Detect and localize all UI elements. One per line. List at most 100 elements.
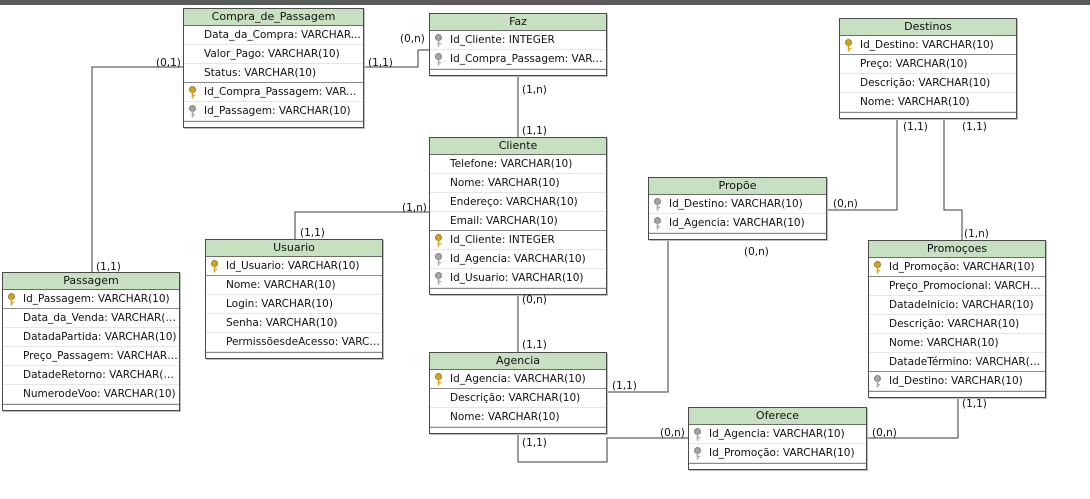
line-destinos-propoe — [827, 117, 898, 211]
cardinality-label: (1,1) — [522, 437, 547, 449]
entity-title: Propõe — [649, 178, 826, 195]
line-agencia-oferece — [517, 432, 688, 463]
entity-title: Faz — [430, 14, 606, 31]
foreign-key-icon — [694, 428, 701, 441]
cardinality-label: (0,n) — [744, 246, 769, 258]
entity-title: Oferece — [689, 408, 866, 425]
attribute-row: Id_Agencia: VARCHAR(10) — [430, 370, 606, 389]
foreign-key-icon — [435, 253, 442, 266]
entity-agencia[interactable]: Agencia Id_Agencia: VARCHAR(10) Descriçã… — [429, 352, 607, 434]
line-compra-passagem — [91, 66, 183, 272]
entity-footer — [430, 288, 606, 294]
attribute-row: Id_Destino: VARCHAR(10) — [840, 36, 1016, 55]
foreign-key-icon — [189, 105, 196, 118]
attribute-row: Id_Passagem: VARCHAR(10) — [184, 102, 363, 121]
attribute-row: Id_Compra_Passagem: VARC... — [184, 83, 363, 102]
attribute-row: Id_Usuario: VARCHAR(10) — [430, 269, 606, 288]
cardinality-label: (1,1) — [612, 380, 637, 392]
attribute-row: DatadaPartida: VARCHAR(10) — [3, 328, 179, 347]
attribute-row: Status: VARCHAR(10) — [184, 64, 363, 83]
entity-oferece[interactable]: Oferece Id_Agencia: VARCHAR(10) Id_Promo… — [688, 407, 867, 470]
cardinality-label: (1,n) — [522, 84, 547, 96]
attribute-row: DatadeRetorno: VARCHAR(10) — [3, 366, 179, 385]
entity-cliente[interactable]: Cliente Telefone: VARCHAR(10) Nome: VARC… — [429, 137, 607, 295]
attribute-row: Id_Passagem: VARCHAR(10) — [3, 290, 179, 309]
attribute-row: Id_Destino: VARCHAR(10) — [649, 195, 826, 214]
attribute-row: Id_Promoção: VARCHAR(10) — [689, 444, 866, 463]
entity-passagem[interactable]: Passagem Id_Passagem: VARCHAR(10) Data_d… — [2, 272, 180, 411]
attribute-row: PermissõesdeAcesso: VARCH... — [206, 333, 382, 352]
attribute-row: Id_Agencia: VARCHAR(10) — [430, 250, 606, 269]
entity-footer — [869, 391, 1045, 397]
cardinality-label: (0,n) — [660, 427, 685, 439]
attribute-row: Nome: VARCHAR(10) — [869, 334, 1045, 353]
attribute-row: Id_Compra_Passagem: VARC... — [430, 50, 606, 69]
attribute-row: Preço: VARCHAR(10) — [840, 55, 1016, 74]
attribute-row: Email: VARCHAR(10) — [430, 212, 606, 231]
entity-title: Passagem — [3, 273, 179, 290]
foreign-key-icon — [654, 217, 661, 230]
entity-footer — [430, 427, 606, 433]
primary-key-icon — [435, 373, 442, 386]
entity-usuario[interactable]: Usuario Id_Usuario: VARCHAR(10) Nome: VA… — [205, 239, 383, 359]
entity-footer — [206, 352, 382, 358]
attribute-row: Id_Cliente: INTEGER — [430, 231, 606, 250]
attribute-row: Telefone: VARCHAR(10) — [430, 155, 606, 174]
attribute-row: DatadeTérmino: VARCHAR(10) — [869, 353, 1045, 372]
entity-footer — [689, 463, 866, 469]
attribute-row: Endereço: VARCHAR(10) — [430, 193, 606, 212]
attribute-row: Id_Agencia: VARCHAR(10) — [649, 214, 826, 233]
attribute-row: Nome: VARCHAR(10) — [430, 174, 606, 193]
cardinality-label: (1,n) — [964, 228, 989, 240]
attribute-row: Id_Cliente: INTEGER — [430, 31, 606, 50]
cardinality-label: (1,1) — [522, 125, 547, 137]
foreign-key-icon — [435, 272, 442, 285]
line-propoe-agencia — [607, 240, 669, 393]
attribute-row: Nome: VARCHAR(10) — [840, 93, 1016, 112]
entity-footer — [184, 121, 363, 127]
entity-footer — [430, 69, 606, 75]
attribute-row: Id_Promoção: VARCHAR(10) — [869, 258, 1045, 277]
entity-compra-de-passagem[interactable]: Compra_de_Passagem Data_da_Compra: VARCH… — [183, 8, 364, 128]
entity-title: Compra_de_Passagem — [184, 9, 363, 26]
cardinality-label: (1,1) — [96, 261, 121, 273]
primary-key-icon — [211, 260, 218, 273]
attribute-row: Valor_Pago: VARCHAR(10) — [184, 45, 363, 64]
foreign-key-icon — [654, 198, 661, 211]
cardinality-label: (0,n) — [833, 198, 858, 210]
line-destinos-promocoes — [943, 117, 963, 240]
entity-destinos[interactable]: Destinos Id_Destino: VARCHAR(10) Preço: … — [839, 18, 1017, 119]
attribute-row: Id_Destino: VARCHAR(10) — [869, 372, 1045, 391]
entity-footer — [840, 112, 1016, 118]
entity-title: Usuario — [206, 240, 382, 257]
cardinality-label: (1,1) — [368, 57, 393, 69]
foreign-key-icon — [435, 53, 442, 66]
attribute-row: Senha: VARCHAR(10) — [206, 314, 382, 333]
entity-title: Agencia — [430, 353, 606, 370]
entity-title: Cliente — [430, 138, 606, 155]
attribute-row: Id_Usuario: VARCHAR(10) — [206, 257, 382, 276]
entity-footer — [649, 233, 826, 239]
line-cliente-usuario — [294, 211, 429, 239]
entity-title: Destinos — [840, 19, 1016, 36]
attribute-row: NumerodeVoo: VARCHAR(10) — [3, 385, 179, 404]
cardinality-label: (0,n) — [872, 427, 897, 439]
primary-key-icon — [845, 39, 852, 52]
attribute-row: Preço_Passagem: VARCHAR(10) — [3, 347, 179, 366]
cardinality-label: (1,1) — [300, 227, 325, 239]
attribute-row: Data_da_Compra: VARCHAR... — [184, 26, 363, 45]
entity-propoe[interactable]: Propõe Id_Destino: VARCHAR(10) Id_Agenci… — [648, 177, 827, 240]
foreign-key-icon — [874, 375, 881, 388]
entity-promocoes[interactable]: Promoçoes Id_Promoção: VARCHAR(10) Preço… — [868, 240, 1046, 398]
attribute-row: Nome: VARCHAR(10) — [430, 408, 606, 427]
entity-faz[interactable]: Faz Id_Cliente: INTEGER Id_Compra_Passag… — [429, 13, 607, 76]
line-promocoes-oferece — [867, 388, 959, 439]
cardinality-label: (1,1) — [962, 121, 987, 133]
window-top-border — [0, 0, 1090, 5]
attribute-row: Data_da_Venda: VARCHAR(10) — [3, 309, 179, 328]
cardinality-label: (0,n) — [522, 294, 547, 306]
primary-key-icon — [8, 293, 15, 306]
primary-key-icon — [874, 261, 881, 274]
attribute-row: Preço_Promocional: VARCHAR... — [869, 277, 1045, 296]
